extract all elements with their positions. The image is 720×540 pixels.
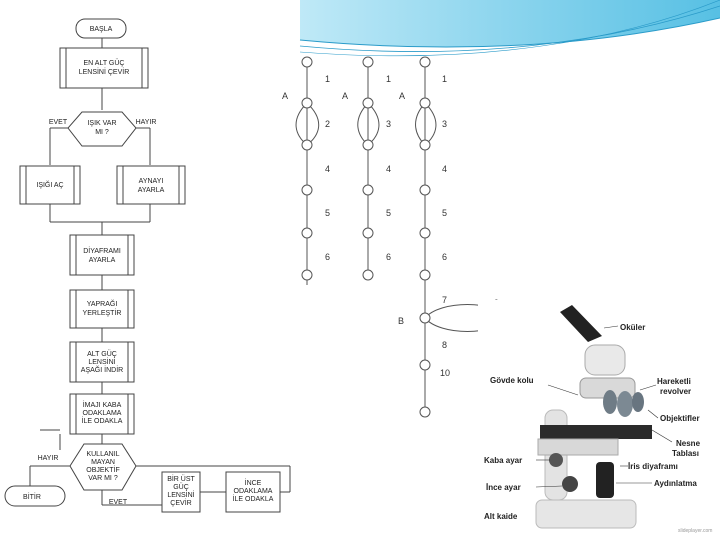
decision2-line2: MAYAN [91, 459, 115, 466]
c2-n4: 5 [386, 208, 391, 218]
label-kaba: Kaba ayar [484, 456, 522, 465]
label-nesne-2: Tablası [672, 449, 699, 458]
label-revolver-1: Hareketli [657, 377, 691, 386]
network-diagram [295, 62, 511, 415]
label-alt-kaide: Alt kaide [484, 512, 518, 521]
c2-n5: 6 [386, 252, 391, 262]
imaj-line3: İLE ODAKLA [82, 416, 123, 425]
birust-line2: GÜÇ [173, 483, 189, 491]
hayir-label: HAYIR [136, 119, 157, 126]
label-b: B [398, 316, 404, 326]
c3-n5: 6 [442, 252, 447, 262]
step1-line1: EN ALT GÜÇ [84, 59, 125, 67]
label-aydinlatma: Aydınlatma [654, 479, 697, 488]
n7: 7 [442, 295, 447, 305]
decision2-line4: VAR MI ? [88, 475, 118, 482]
birust-line4: ÇEVİR [170, 498, 191, 507]
label-objektif: Objektifler [660, 414, 700, 423]
evet2-label: EVET [109, 499, 128, 506]
c1-n1: 1 [325, 74, 330, 84]
hayir2-label: HAYIR [38, 455, 59, 462]
c3-n3: 4 [442, 164, 447, 174]
ince-line1: İNCE [245, 478, 262, 487]
bitir-label: BİTİR [23, 492, 41, 501]
label-govde: Gövde kolu [490, 376, 534, 385]
ince-line3: İLE ODAKLA [233, 494, 274, 503]
altguc-line2: LENSİNİ [88, 357, 115, 366]
c1-n2: 2 [325, 119, 330, 129]
c1-n3: 4 [325, 164, 330, 174]
aynayi-line2: AYARLA [138, 187, 165, 194]
aynayi-line1: AYNAYI [139, 178, 164, 185]
c1-n4: 5 [325, 208, 330, 218]
label-a1: A [282, 91, 288, 101]
c2-n3: 4 [386, 164, 391, 174]
imaj-line1: İMAJI KABA [83, 400, 122, 409]
label-revolver-2: revolver [660, 387, 691, 396]
label-okuler: Oküler [620, 323, 645, 332]
c2-n1: 1 [386, 74, 391, 84]
c3-n2: 3 [442, 119, 447, 129]
yaprak-line2: YERLEŞTİR [83, 308, 122, 317]
n10: 10 [440, 368, 450, 378]
ince-line2: ODAKLAMA [234, 488, 273, 495]
diyafram-line2: AYARLA [89, 257, 116, 264]
evet-label: EVET [49, 119, 68, 126]
decision1-line1: IŞIK VAR [87, 120, 116, 127]
start-label: BAŞLA [90, 26, 113, 33]
decision1-line2: MI ? [95, 129, 109, 136]
header-banner [299, 0, 720, 57]
flowchart-panel [0, 16, 298, 540]
yaprak-line1: YAPRAĞI [87, 299, 118, 308]
end-node [4, 485, 66, 507]
birust-line3: LENSİNİ [167, 490, 194, 499]
label-nesne-1: Nesne [676, 439, 701, 448]
label-a2: A [342, 91, 348, 101]
c3-n4: 5 [442, 208, 447, 218]
imaj-line2: ODAKLAMA [83, 410, 122, 417]
label-ince: İnce ayar [486, 483, 521, 492]
decision2-line1: KULLANIL [86, 451, 119, 458]
n8: 8 [442, 340, 447, 350]
altguc-line1: ALT GÜÇ [87, 350, 117, 358]
microscope-image: Oküler Gövde kolu Hareketli revolver Obj… [478, 300, 720, 540]
label-a3: A [399, 91, 405, 101]
decision2-line3: OBJEKTİF [86, 465, 119, 474]
altguc-line3: AŞAĞI İNDİR [81, 365, 123, 374]
step1-line2: LENSİNİ ÇEVİR [79, 67, 130, 76]
diyafram-line1: DİYAFRAMI [83, 246, 121, 255]
birust-line1: BİR ÜST [167, 474, 195, 483]
c2-n2: 3 [386, 119, 391, 129]
isik-ac-label: IŞIĞI AÇ [36, 180, 63, 189]
start-node [75, 18, 127, 39]
c1-n5: 6 [325, 252, 330, 262]
image-credit: slideplayer.com [678, 528, 712, 534]
c3-n1: 1 [442, 74, 447, 84]
label-iris: İris diyaframı [628, 462, 678, 471]
